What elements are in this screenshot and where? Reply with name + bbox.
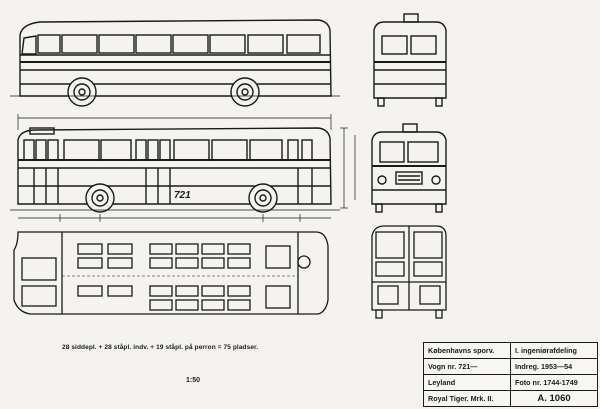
- front-view: [373, 13, 447, 107]
- title-block: Københavns sporv. I. ingeniørafdeling Vo…: [423, 342, 598, 407]
- fleet-number-label: 721: [174, 190, 191, 201]
- title-block-right-cell: Indreg. 1953—54: [510, 358, 598, 375]
- capacity-caption: 28 siddepl. + 28 ståpl. indv. + 19 ståpl…: [62, 344, 259, 351]
- scale-label: 1:50: [186, 377, 201, 384]
- plan-view: [13, 231, 329, 315]
- title-block-right-cell: Foto nr. 1744-1749: [510, 374, 598, 391]
- title-block-left-cell: Københavns sporv.: [423, 342, 511, 359]
- title-block-right-cell: I. ingeniørafdeling: [510, 342, 598, 359]
- dimension-lines: [10, 114, 356, 222]
- title-block-left-cell: Vogn nr. 721—: [423, 358, 511, 375]
- side-elevation-upper: [10, 19, 340, 107]
- title-block-row: Københavns sporv. I. ingeniørafdeling: [423, 342, 598, 359]
- title-block-left-cell: Leyland: [423, 374, 511, 391]
- title-block-row: Vogn nr. 721— Indreg. 1953—54: [423, 358, 598, 375]
- side-elevation-lower: [17, 127, 332, 213]
- title-block-row: Leyland Foto nr. 1744-1749: [423, 374, 598, 391]
- title-block-row: Royal Tiger. Mrk. II. A. 1060: [423, 390, 598, 407]
- rear-view: [371, 123, 447, 213]
- title-block-left-cell: Royal Tiger. Mrk. II.: [423, 390, 511, 407]
- interior-section: [371, 225, 447, 319]
- drawing-number-cell: A. 1060: [510, 390, 598, 407]
